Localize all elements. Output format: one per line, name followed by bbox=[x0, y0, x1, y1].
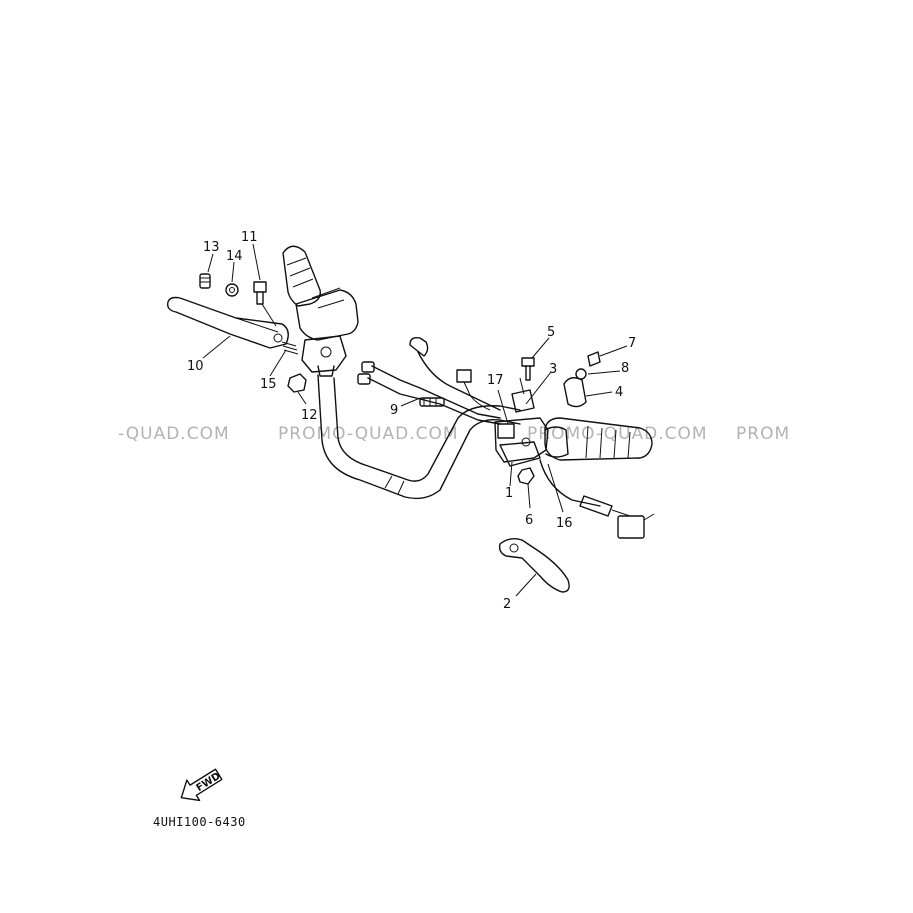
part-label-3: 3 bbox=[549, 362, 557, 377]
fwd-arrow-icon: FWD bbox=[180, 768, 223, 802]
left-grip bbox=[282, 245, 359, 341]
part-label-5: 5 bbox=[547, 325, 555, 340]
diagram-code: 4UHI100-6430 bbox=[153, 815, 246, 829]
wiring-harness bbox=[357, 336, 501, 425]
watermark-right: PROM bbox=[736, 424, 791, 444]
part-label-14: 14 bbox=[226, 249, 243, 264]
part-label-12: 12 bbox=[301, 408, 318, 423]
part-label-6: 6 bbox=[525, 513, 533, 528]
left-master-cylinder bbox=[301, 335, 347, 377]
leader-lines bbox=[202, 243, 628, 597]
part-label-8: 8 bbox=[621, 361, 629, 376]
watermark-left: -QUAD.COM bbox=[118, 424, 230, 444]
right-grip bbox=[544, 417, 653, 461]
part-label-1: 1 bbox=[505, 486, 513, 501]
part-label-7: 7 bbox=[628, 336, 636, 351]
right-brake-lever bbox=[498, 537, 570, 593]
part-label-11: 11 bbox=[241, 230, 258, 245]
right-cable bbox=[539, 459, 655, 539]
part-label-17: 17 bbox=[487, 373, 504, 388]
left-brake-lever bbox=[166, 296, 289, 349]
watermark-right-center: PROMO-QUAD.COM bbox=[527, 424, 708, 444]
left-small-parts bbox=[199, 273, 307, 393]
part-label-2: 2 bbox=[503, 597, 511, 612]
handlebar-tube bbox=[317, 374, 521, 500]
right-switch-housing bbox=[494, 377, 549, 467]
part-label-4: 4 bbox=[615, 385, 623, 400]
part-label-16: 16 bbox=[556, 516, 573, 531]
part-label-10: 10 bbox=[187, 359, 204, 374]
part-label-9: 9 bbox=[390, 403, 398, 418]
right-small-parts bbox=[517, 351, 601, 485]
part-label-15: 15 bbox=[260, 377, 277, 392]
part-label-13: 13 bbox=[203, 240, 220, 255]
watermark-center: PROMO-QUAD.COM bbox=[278, 424, 459, 444]
